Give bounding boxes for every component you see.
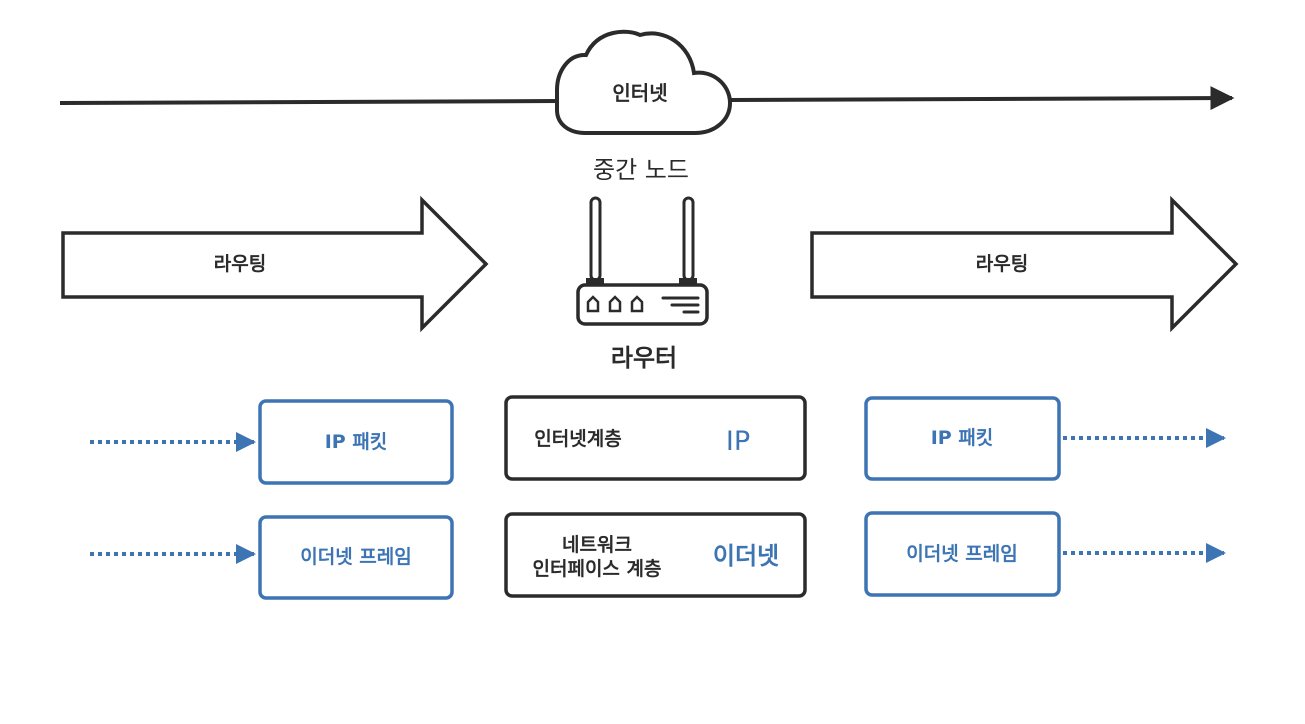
right-ip-packet-box: [864, 396, 1061, 481]
network-interface-layer-name-line1: 네트워크: [562, 534, 632, 556]
routing-label-left: 라우팅: [214, 253, 266, 275]
internet-layer-name: 인터넷계층: [534, 428, 621, 450]
right-ethernet-frame-box: [864, 511, 1061, 597]
network-interface-layer-name-line2: 인터페이스 계층: [533, 558, 662, 580]
internet-line-left: [59, 99, 561, 105]
routing-arrow-left: [61, 195, 489, 333]
internet-line-right: [729, 86, 1235, 111]
internet-label: 인터넷: [612, 81, 667, 105]
left-ethernet-frame-box: [258, 515, 454, 600]
left-ip-packet-box: [258, 399, 454, 485]
right-ip-packet-label: IP 패킷: [931, 427, 994, 449]
network-interface-layer-box: [504, 512, 807, 598]
router-icon: [576, 196, 709, 326]
internet-layer-protocol: IP: [726, 426, 750, 457]
router-label: 라우터: [611, 344, 677, 372]
left-ip-packet-label: IP 패킷: [325, 431, 388, 453]
intermediate-node-label: 중간 노드: [593, 156, 689, 184]
network-interface-layer-protocol: 이더넷: [713, 542, 779, 570]
left-ethernet-frame-label: 이더넷 프레임: [300, 546, 412, 568]
right-ethernet-frame-label: 이더넷 프레임: [906, 543, 1018, 565]
routing-arrow-right: [810, 195, 1239, 333]
cloud-icon: [555, 29, 733, 135]
routing-label-right: 라우팅: [976, 253, 1028, 275]
internet-layer-box: [504, 395, 807, 481]
